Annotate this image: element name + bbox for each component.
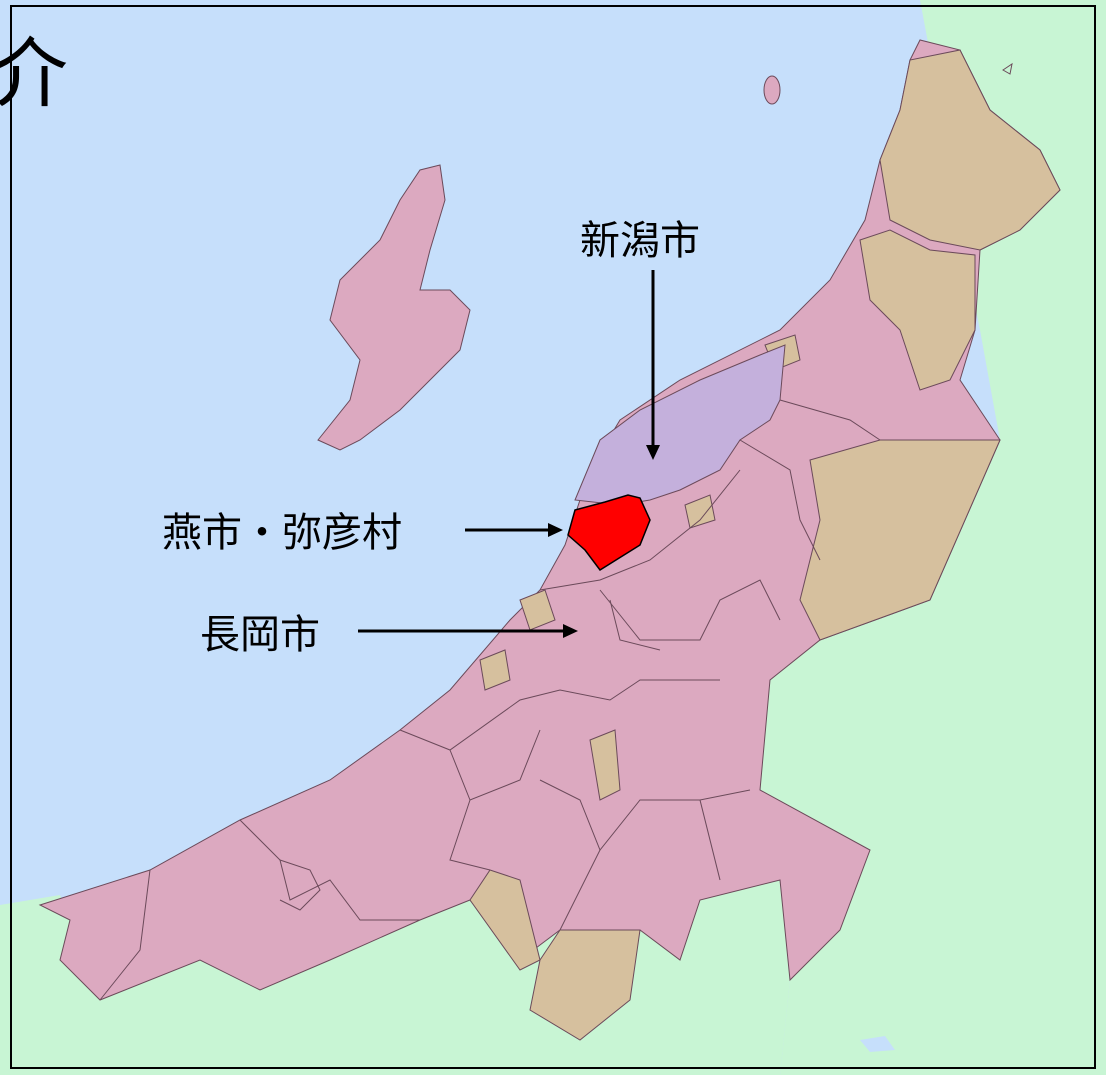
niigata-city-area — [574, 344, 786, 506]
sado-island — [317, 164, 471, 451]
arrow-niigata-head — [646, 445, 660, 460]
corner-glyph: 介 — [0, 29, 68, 118]
town-village-south-1 — [469, 869, 541, 971]
neighbor-prefecture-south — [0, 895, 100, 1075]
internal-borders — [99, 399, 881, 1001]
island-small-1 — [1002, 62, 1013, 75]
lake-shape — [860, 1036, 895, 1052]
neighbor-prefecture-east — [760, 0, 1106, 1075]
town-village-inland — [684, 494, 716, 529]
town-village-west-2 — [479, 649, 511, 691]
map-frame — [10, 5, 1096, 1069]
label-niigata-city: 新潟市 — [580, 218, 700, 264]
neighbor-prefecture-south-2 — [100, 900, 520, 1075]
label-tsubame-yahiko: 燕市・弥彦村 — [162, 510, 402, 556]
arrow-tsubame-yahiko-head — [548, 523, 563, 537]
town-village-north-1 — [879, 49, 1061, 251]
tsubame-yahiko-area[interactable] — [567, 494, 651, 572]
town-village-central — [589, 729, 621, 801]
town-village-west-1 — [519, 589, 556, 631]
awashima-island — [763, 75, 781, 105]
town-village-north-2 — [859, 229, 976, 391]
arrow-nagaoka-head — [563, 624, 578, 638]
label-nagaoka-city: 長岡市 — [200, 612, 320, 658]
